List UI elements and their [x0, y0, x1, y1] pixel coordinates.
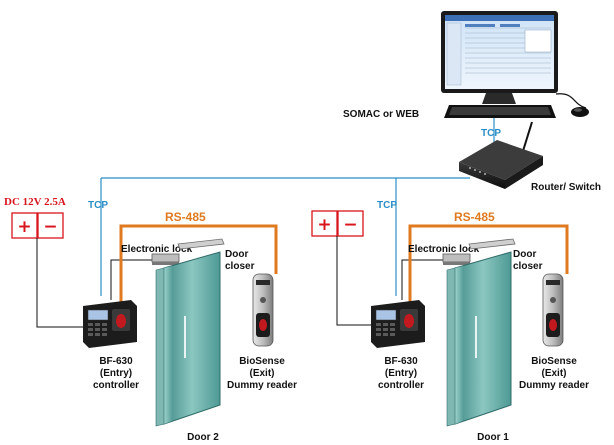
- svg-text:+: +: [17, 217, 31, 237]
- door-icon: [446, 251, 512, 427]
- controller-label-right-1: BF-630: [384, 356, 418, 367]
- psu-minus-terminal: −: [37, 212, 64, 239]
- reader-label-left-1: BioSense: [239, 356, 285, 367]
- door-closer-icon: [177, 238, 225, 250]
- rs485-label-left: RS-485: [165, 210, 206, 224]
- tcp-network-lines: [100, 118, 495, 296]
- mouse-icon: [555, 93, 589, 117]
- tcp-label-left: TCP: [88, 200, 108, 211]
- rs485-loop-right: [408, 224, 569, 302]
- door-label-right: Door 1: [477, 432, 509, 443]
- electronic-lock-icon: [151, 253, 180, 265]
- closer-label-right-2: closer: [513, 261, 543, 272]
- lock-label-right: Electronic lock: [408, 244, 480, 255]
- svg-text:−: −: [343, 215, 357, 235]
- power-wire-right: [336, 236, 372, 326]
- closer-label-left-1: Door: [225, 249, 248, 260]
- router-icon: [459, 121, 543, 189]
- controller-label-right-3: controller: [378, 380, 424, 391]
- reader-label-left-3: Dummy reader: [227, 380, 297, 391]
- power-wire-left: [36, 238, 84, 328]
- computer-icon: [441, 11, 558, 104]
- reader-label-right-3: Dummy reader: [519, 380, 589, 391]
- right-door-module: + − TCP RS-485 Electronic lock Door clos…: [311, 200, 589, 443]
- psu-label: DC 12V 2.5A: [4, 196, 66, 208]
- door-closer-icon: [468, 238, 516, 250]
- rs485-label-right: RS-485: [454, 210, 495, 224]
- reader-label-right-2: (Exit): [542, 368, 567, 379]
- svg-text:−: −: [43, 217, 57, 237]
- lock-label-left: Electronic lock: [121, 244, 193, 255]
- reader-icon: [542, 273, 564, 347]
- controller-label-right-2: (Entry): [385, 368, 417, 379]
- closer-label-right-1: Door: [513, 249, 536, 260]
- psu-minus-terminal: −: [337, 210, 364, 237]
- power-wire-lock-left: [110, 259, 158, 300]
- tcp-label-right: TCP: [377, 200, 397, 211]
- electronic-lock-icon: [442, 253, 471, 265]
- psu-plus-terminal: +: [311, 210, 338, 237]
- rs485-loop-left: [119, 224, 278, 302]
- tcp-label-top: TCP: [481, 128, 501, 139]
- power-wire-lock-right: [401, 259, 448, 300]
- reader-label-right-1: BioSense: [531, 356, 577, 367]
- keyboard-icon: [444, 105, 556, 118]
- left-door-module: DC 12V 2.5A + − TCP RS-485 Electronic lo…: [4, 196, 297, 443]
- psu-plus-terminal: +: [11, 212, 38, 239]
- controller-label-left-1: BF-630: [99, 356, 133, 367]
- controller-label-left-3: controller: [93, 380, 139, 391]
- controller-icon: [371, 300, 425, 348]
- router-label: Router/ Switch: [531, 182, 601, 193]
- door-label-left: Door 2: [187, 432, 219, 443]
- door-icon: [155, 251, 221, 427]
- computer-label: SOMAC or WEB: [343, 109, 419, 120]
- closer-label-left-2: closer: [225, 261, 255, 272]
- svg-text:+: +: [317, 215, 331, 235]
- reader-label-left-2: (Exit): [250, 368, 275, 379]
- controller-label-left-2: (Entry): [100, 368, 132, 379]
- reader-icon: [252, 273, 274, 347]
- controller-icon: [83, 300, 137, 348]
